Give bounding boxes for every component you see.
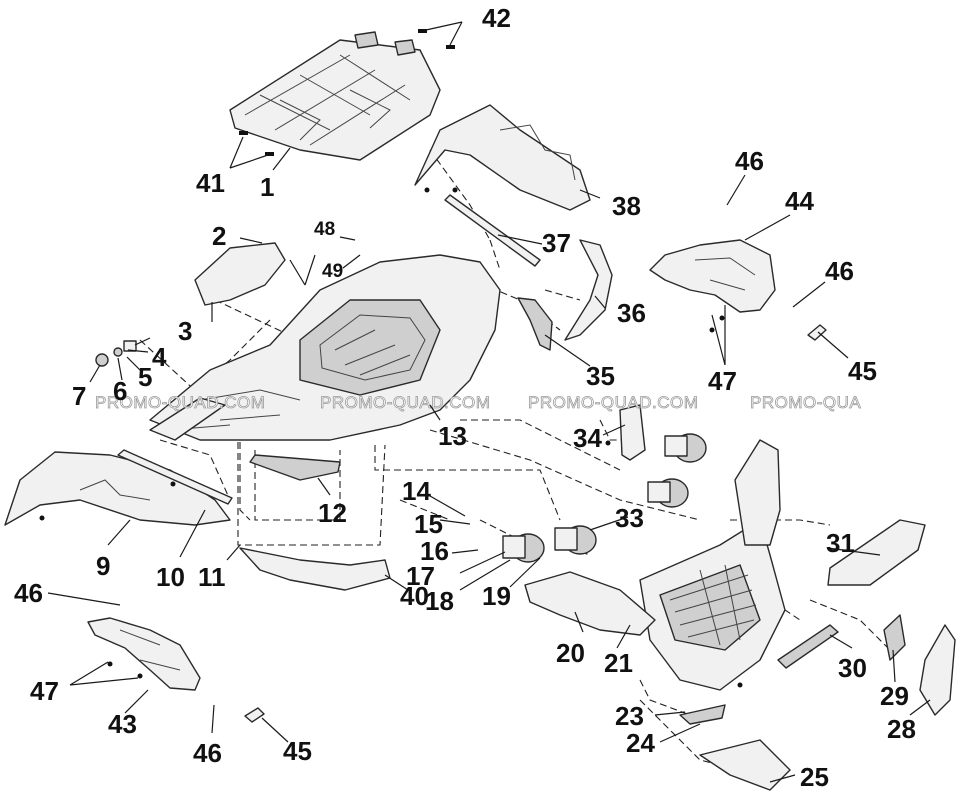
callout-34: 34 [573,423,602,453]
clip-hardware [244,324,827,723]
callout-29: 29 [880,681,909,711]
callout-33: 33 [615,503,644,533]
callout-18: 18 [425,586,454,616]
callout-6: 6 [113,376,127,406]
rear-bar-part [444,194,541,267]
callout-46-left: 46 [14,578,43,608]
reflector-strip-part [249,454,341,481]
callout-7: 7 [72,381,86,411]
callout-30: 30 [838,653,867,683]
callout-45-right: 45 [848,356,877,386]
corner-pieces-part [883,614,956,716]
watermark-1: PROMO-QUAD.COM [95,393,265,412]
callout-5: 5 [138,362,152,392]
callout-24: 24 [626,728,655,758]
callout-46-right: 46 [825,256,854,286]
callout-19: 19 [482,581,511,611]
callout-labels: 42 41 1 38 37 36 35 2 3 4 5 6 7 48 49 13… [14,3,916,792]
callout-23: 23 [615,701,644,731]
callout-40: 40 [400,581,429,611]
callout-41: 41 [196,168,225,198]
callout-16: 16 [420,536,449,566]
callout-43: 43 [108,709,137,739]
callout-31: 31 [826,528,855,558]
callout-21: 21 [604,648,633,678]
front-bumper-part [639,439,786,691]
callout-48: 48 [314,219,335,240]
loose-bolts [39,187,743,688]
rear-left-bar-part [117,397,233,505]
callout-44: 44 [785,186,814,216]
callout-42: 42 [482,3,511,33]
front-reflector-part [777,624,839,669]
rack-bolts [239,29,455,156]
watermark-4: PROMO-QUA [750,393,861,412]
under-guard-part [239,547,391,591]
rear-rack-part [229,31,441,161]
callout-14: 14 [402,476,431,506]
headlight-bracket-part [619,404,646,461]
fastener-hardware [95,337,151,367]
callout-17: 17 [406,561,435,591]
callout-9: 9 [96,551,110,581]
callout-25: 25 [800,762,829,792]
callout-11: 11 [198,562,226,592]
main-body-part [149,254,501,441]
left-mudguard-part [87,617,201,691]
callout-47-right: 47 [708,366,737,396]
callout-37: 37 [542,228,571,258]
callout-46-bottom: 46 [193,738,222,768]
callout-35: 35 [586,361,615,391]
callout-38: 38 [612,191,641,221]
watermark-2: PROMO-QUAD.COM [320,393,490,412]
callout-1: 1 [260,172,274,202]
rear-fender-cover-part [414,104,591,211]
callout-20: 20 [556,638,585,668]
front-fascia-part [524,571,656,636]
callout-13: 13 [438,421,467,451]
callout-2: 2 [212,221,226,251]
callout-12: 12 [318,498,347,528]
rear-left-fender-part [4,451,231,526]
callout-47-left: 47 [30,676,59,706]
side-panel-part [517,239,613,351]
callout-3: 3 [178,316,192,346]
watermark-3: PROMO-QUAD.COM [528,393,698,412]
skid-plate-parts [679,704,791,791]
right-mudguard-part [649,239,776,313]
left-cover-part [194,242,286,306]
callout-10: 10 [156,562,185,592]
callout-4: 4 [152,342,167,372]
callout-45-bottom: 45 [283,736,312,766]
callout-36: 36 [617,298,646,328]
leader-lines [47,21,931,783]
watermark-row: PROMO-QUAD.COM PROMO-QUAD.COM PROMO-QUAD… [95,393,862,413]
front-trim-part [827,519,926,586]
callout-28: 28 [887,714,916,744]
callout-46-top: 46 [735,146,764,176]
callout-15: 15 [414,509,443,539]
headlight-units [502,433,707,563]
callout-49: 49 [322,261,343,282]
